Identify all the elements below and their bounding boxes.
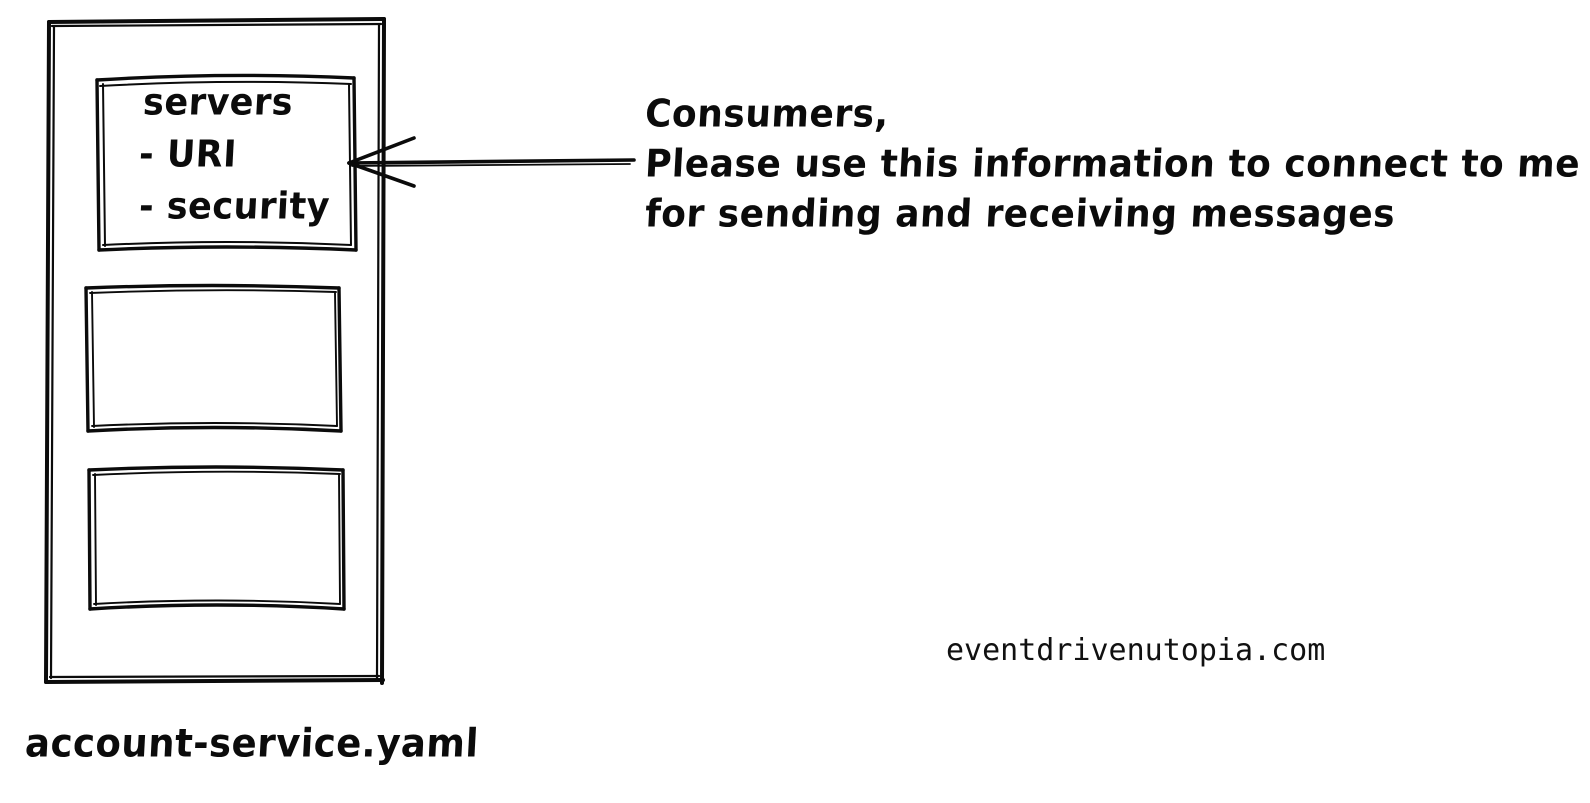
site-watermark: eventdrivenutopia.com <box>946 633 1326 668</box>
section-three-box-outline <box>87 465 346 611</box>
annotation-line-1: Consumers, <box>644 92 890 136</box>
section-two-box-outline <box>84 283 343 433</box>
annotation-line-2: Please use this information to connect t… <box>644 142 1582 186</box>
file-name-caption: account-service.yaml <box>24 720 480 766</box>
annotation-arrow <box>347 136 636 188</box>
servers-item-uri: - URI <box>138 133 238 176</box>
annotation-line-3: for sending and receiving messages <box>644 192 1397 236</box>
servers-heading: servers <box>142 81 295 124</box>
servers-item-security: - security <box>138 185 331 228</box>
